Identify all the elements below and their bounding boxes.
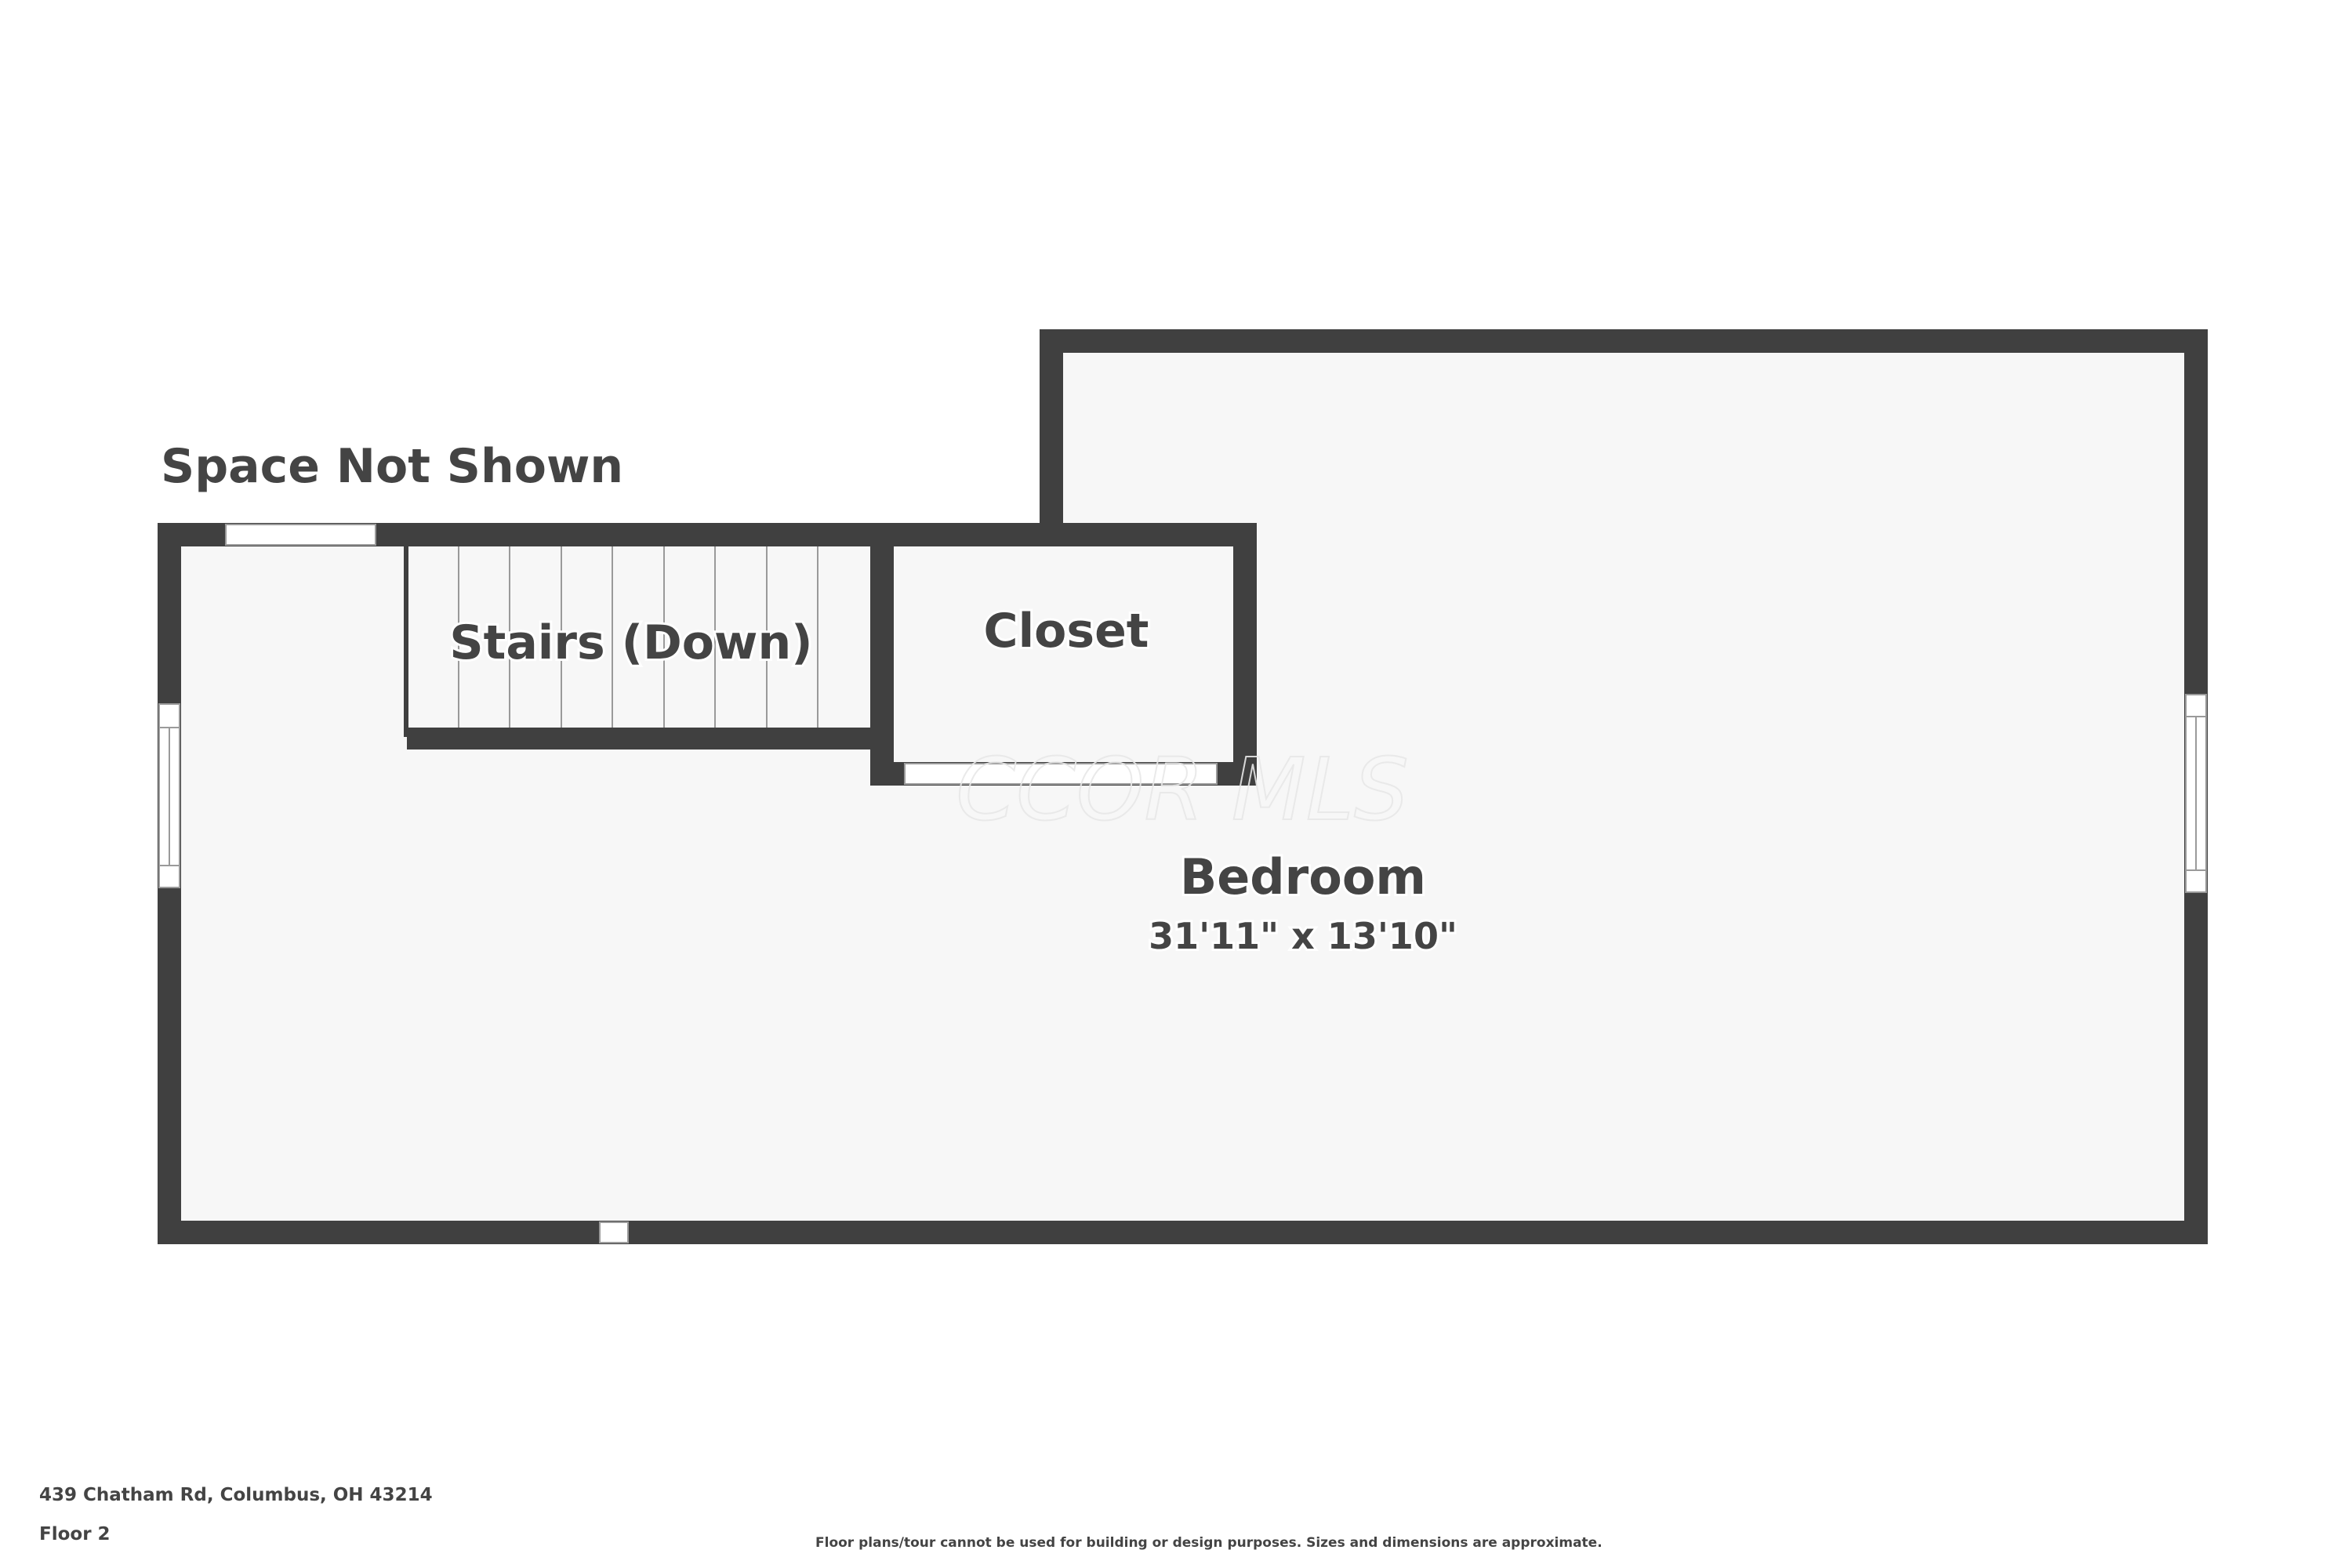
bottom-wall-opening [599, 1221, 629, 1243]
watermark: CCOR MLS [956, 739, 1409, 840]
disclaimer-text: Floor plans/tour cannot be used for buil… [815, 1535, 1602, 1551]
bedroom-label: Bedroom [1180, 848, 1426, 906]
space-not-shown-label: Space Not Shown [161, 439, 623, 494]
closet-label: Closet [984, 604, 1149, 659]
bedroom-dimensions: 31'11" x 13'10" [1149, 915, 1457, 957]
windows [158, 524, 2207, 1243]
floor-label: Floor 2 [39, 1524, 111, 1544]
address-text: 439 Chatham Rd, Columbus, OH 43214 [39, 1485, 433, 1505]
window-top-left [225, 524, 376, 546]
stairs-area [407, 545, 872, 733]
walls [158, 329, 2208, 1244]
stairs-label: Stairs (Down) [449, 615, 812, 670]
stair-treads [458, 545, 818, 733]
closet-door-opening [904, 763, 1218, 785]
